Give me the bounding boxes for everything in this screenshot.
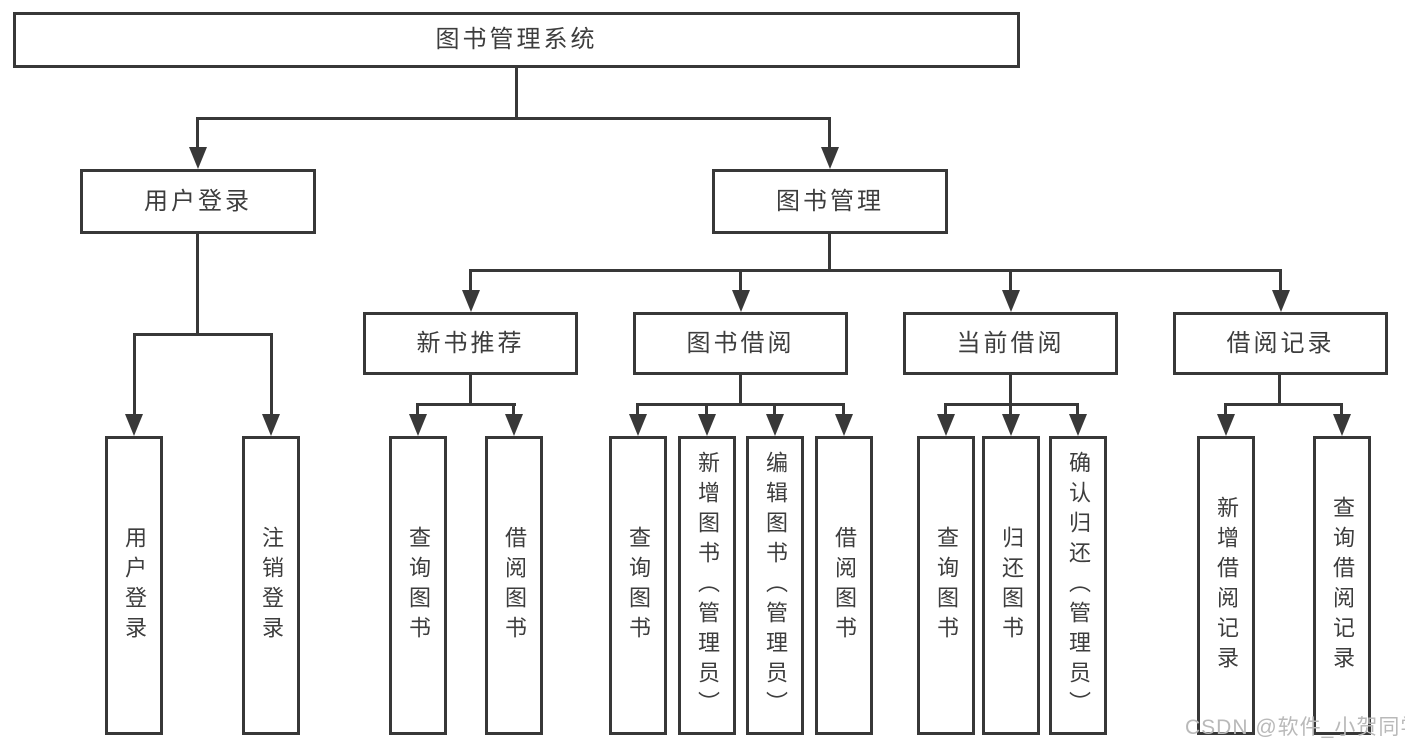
connector-drop <box>416 403 419 416</box>
connector-mgmt-stem <box>828 234 831 272</box>
connector-drop <box>842 403 845 416</box>
leaf-edit-book-admin: 编辑图书（管理员） <box>746 436 804 735</box>
connector-root-rail <box>196 117 831 120</box>
leaf-user-login: 用户登录 <box>105 436 163 735</box>
leaf-query-books-current-label: 查询图书 <box>934 525 959 646</box>
connector-records-rail <box>1224 403 1343 406</box>
node-user-login: 用户登录 <box>80 169 316 234</box>
leaf-add-borrow-record: 新增借阅记录 <box>1197 436 1255 735</box>
arrow-to-leaf <box>629 414 647 436</box>
arrow-to-user-login <box>189 147 207 169</box>
arrow-to-leaf <box>1333 414 1351 436</box>
leaf-add-book-admin-label: 新增图书（管理员） <box>695 450 720 721</box>
arrow-to-leaf-login <box>125 414 143 436</box>
connector-drop <box>636 403 639 416</box>
leaf-confirm-return-admin-label: 确认归还（管理员） <box>1066 450 1091 721</box>
connector-current-stem <box>1009 375 1012 406</box>
node-current-borrowing: 当前借阅 <box>903 312 1118 375</box>
node-borrowing-records: 借阅记录 <box>1173 312 1388 375</box>
arrow-to-leaf <box>937 414 955 436</box>
arrow-to-leaf <box>835 414 853 436</box>
arrow-to-leaf <box>1217 414 1235 436</box>
leaf-query-books-borrowing-label: 查询图书 <box>626 525 651 646</box>
leaf-borrow-books-recommend-label: 借阅图书 <box>502 525 527 646</box>
leaf-borrow-books-borrowing-label: 借阅图书 <box>832 525 857 646</box>
watermark: CSDN @软件_小贺同学 <box>1185 716 1405 739</box>
node-borrowing-records-label: 借阅记录 <box>1226 329 1335 357</box>
connector-drop-book-management <box>828 117 831 149</box>
arrow-to-recommend <box>462 290 480 312</box>
connector-recommend-stem <box>469 375 472 406</box>
node-book-borrowing: 图书借阅 <box>633 312 848 375</box>
arrow-to-leaf <box>505 414 523 436</box>
leaf-query-books-recommend: 查询图书 <box>389 436 447 735</box>
connector-drop <box>512 403 515 416</box>
leaf-add-borrow-record-label: 新增借阅记录 <box>1214 495 1239 676</box>
leaf-borrow-books-borrowing: 借阅图书 <box>815 436 873 735</box>
connector-drop-current <box>1009 269 1012 292</box>
arrow-to-book-management <box>821 147 839 169</box>
node-user-login-label: 用户登录 <box>144 187 252 215</box>
leaf-query-books-recommend-label: 查询图书 <box>406 525 431 646</box>
connector-login-rail <box>133 333 273 336</box>
connector-drop <box>944 403 947 416</box>
connector-borrowing-rail <box>636 403 845 406</box>
arrow-to-leaf-logout <box>262 414 280 436</box>
arrow-to-borrowing <box>732 290 750 312</box>
connector-drop-user-login <box>196 117 199 149</box>
arrow-to-leaf <box>766 414 784 436</box>
connector-root-stem <box>515 68 518 120</box>
leaf-user-login-label: 用户登录 <box>122 525 147 646</box>
arrow-to-leaf <box>698 414 716 436</box>
node-book-management: 图书管理 <box>712 169 948 234</box>
connector-drop-leaf-logout <box>270 333 273 416</box>
connector-drop-records <box>1279 269 1282 292</box>
arrow-to-leaf <box>1002 414 1020 436</box>
connector-drop-borrowing <box>739 269 742 292</box>
connector-drop <box>773 403 776 416</box>
arrow-to-leaf <box>409 414 427 436</box>
leaf-add-book-admin: 新增图书（管理员） <box>678 436 736 735</box>
connector-drop <box>1340 403 1343 416</box>
connector-drop <box>1224 403 1227 416</box>
leaf-confirm-return-admin: 确认归还（管理员） <box>1049 436 1107 735</box>
connector-borrowing-stem <box>739 375 742 406</box>
leaf-return-books-label: 归还图书 <box>999 525 1024 646</box>
connector-mgmt-rail <box>469 269 1282 272</box>
arrow-to-current <box>1002 290 1020 312</box>
leaf-borrow-books-recommend: 借阅图书 <box>485 436 543 735</box>
node-book-borrowing-label: 图书借阅 <box>686 329 795 357</box>
connector-drop <box>1009 403 1012 416</box>
connector-drop <box>705 403 708 416</box>
leaf-return-books: 归还图书 <box>982 436 1040 735</box>
arrow-to-records <box>1272 290 1290 312</box>
node-book-management-label: 图书管理 <box>776 187 884 215</box>
leaf-edit-book-admin-label: 编辑图书（管理员） <box>763 450 788 721</box>
node-new-book-recommend: 新书推荐 <box>363 312 578 375</box>
connector-drop <box>1076 403 1079 416</box>
leaf-query-books-current: 查询图书 <box>917 436 975 735</box>
connector-drop-leaf-login <box>133 333 136 416</box>
arrow-to-leaf <box>1069 414 1087 436</box>
leaf-logout: 注销登录 <box>242 436 300 735</box>
connector-recommend-rail <box>416 403 516 406</box>
leaf-query-borrow-record: 查询借阅记录 <box>1313 436 1371 735</box>
node-library-system-label: 图书管理系统 <box>435 26 598 53</box>
node-library-system: 图书管理系统 <box>13 12 1020 68</box>
connector-login-stem <box>196 234 199 335</box>
connector-records-stem <box>1278 375 1281 406</box>
leaf-query-borrow-record-label: 查询借阅记录 <box>1330 495 1355 676</box>
connector-drop-recommend <box>469 269 472 292</box>
leaf-logout-label: 注销登录 <box>259 525 284 646</box>
node-current-borrowing-label: 当前借阅 <box>956 329 1065 357</box>
leaf-query-books-borrowing: 查询图书 <box>609 436 667 735</box>
node-new-book-recommend-label: 新书推荐 <box>416 329 525 357</box>
